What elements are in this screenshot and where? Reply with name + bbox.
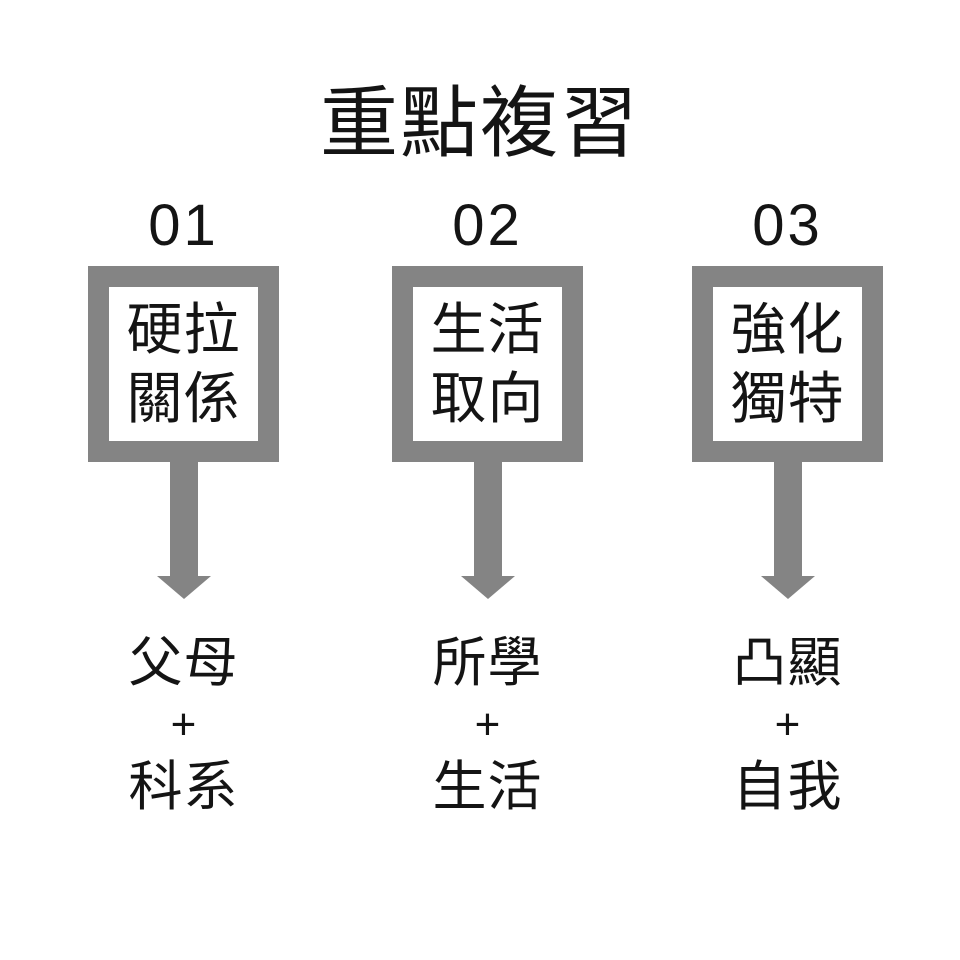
step-box-1-label-line1: 硬拉 — [126, 298, 241, 361]
step-box-3-label-line2: 獨特 — [730, 367, 845, 430]
result-block-3: 凸顯 + 自我 — [652, 631, 923, 819]
result-2-line2: 生活 — [432, 757, 543, 817]
step-number-2: 02 — [452, 193, 523, 258]
down-arrow-icon — [692, 462, 883, 599]
step-box-3: 強化 獨特 — [692, 266, 883, 462]
result-1-line1: 父母 — [128, 633, 239, 693]
step-number-3: 03 — [752, 193, 823, 258]
down-arrow-head — [460, 576, 515, 599]
step-box-2-label-line1: 生活 — [430, 298, 545, 361]
result-block-2: 所學 + 生活 — [352, 631, 623, 819]
down-arrow-head — [156, 576, 211, 599]
diagram-column-1: 01 硬拉 關係 父母 + 科系 — [88, 0, 279, 960]
step-box-2-label-line2: 取向 — [430, 367, 545, 430]
down-arrow-icon — [392, 462, 583, 599]
step-box-2: 生活 取向 — [392, 266, 583, 462]
step-box-1-label-line2: 關係 — [126, 367, 241, 430]
result-block-1: 父母 + 科系 — [48, 631, 319, 819]
result-3-line1: 凸顯 — [732, 633, 843, 693]
down-arrow-shaft — [773, 462, 802, 576]
down-arrow-head — [760, 576, 815, 599]
down-arrow-shaft — [473, 462, 502, 576]
plus-sign: + — [774, 700, 801, 749]
step-box-1: 硬拉 關係 — [88, 266, 279, 462]
result-3-line2: 自我 — [732, 757, 843, 817]
down-arrow-shaft — [169, 462, 198, 576]
diagram-column-2: 02 生活 取向 所學 + 生活 — [392, 0, 583, 960]
diagram-column-3: 03 強化 獨特 凸顯 + 自我 — [692, 0, 883, 960]
result-2-line1: 所學 — [432, 633, 543, 693]
result-1-line2: 科系 — [128, 757, 239, 817]
plus-sign: + — [474, 700, 501, 749]
step-number-1: 01 — [148, 193, 219, 258]
page-title: 重點複習 — [319, 79, 640, 167]
plus-sign: + — [170, 700, 197, 749]
down-arrow-icon — [88, 462, 279, 599]
step-box-3-label-line1: 強化 — [730, 298, 845, 361]
